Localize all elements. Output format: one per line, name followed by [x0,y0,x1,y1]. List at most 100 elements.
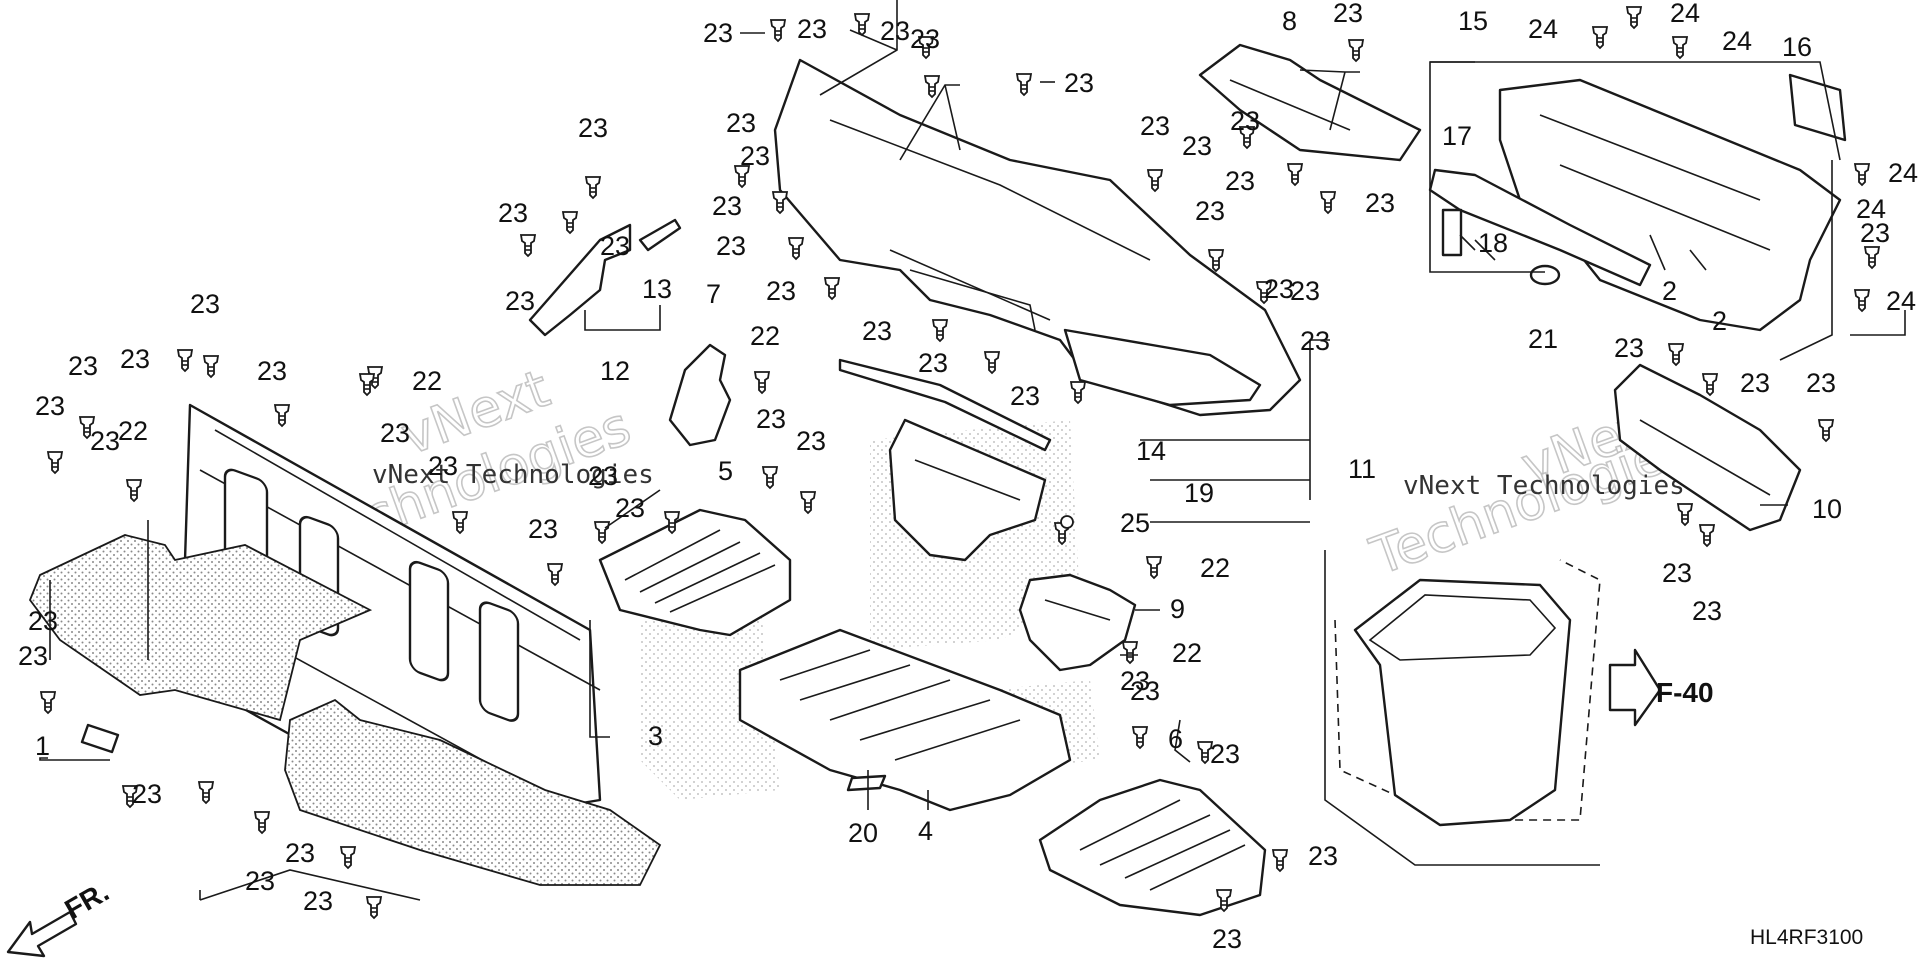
front-arrow: FR. [6,876,114,958]
clip-icon [198,781,214,804]
callout-5: 5 [718,456,733,486]
clip-icon [562,211,578,234]
callout-21: 21 [1528,324,1558,354]
callout-20: 20 [848,818,878,848]
callout-23: 23 [380,418,410,448]
callout-23: 23 [285,838,315,868]
callout-12: 12 [600,356,630,386]
leader-lines [39,0,1906,901]
callout-13: 13 [642,274,672,304]
callout-15: 15 [1458,6,1488,36]
clip-icon [1287,163,1303,186]
clip-icon [1854,289,1870,312]
callout-23: 23 [120,344,150,374]
callout-23: 23 [797,14,827,44]
part-8-bracket [1198,43,1422,162]
callout-1: 1 [35,731,50,761]
callout-23: 23 [1212,924,1242,954]
callout-23: 23 [1120,666,1150,696]
callout-23: 23 [132,779,162,809]
grommet-icon [1060,515,1074,529]
clip-icon [1348,39,1364,62]
clip-icon [1702,373,1718,396]
callout-23: 23 [68,351,98,381]
callout-23: 23 [1740,368,1770,398]
part-1-left-floor-tray [28,534,373,754]
clip-icon [594,521,610,544]
callout-24e: 24 [1856,194,1886,224]
callout-24b: 24 [1670,0,1700,28]
callout-23: 23 [796,426,826,456]
clip-icon [824,277,840,300]
callout-23: 23 [918,348,948,378]
callout-22d: 22 [1200,553,1230,583]
clip-icon [1122,641,1138,664]
callout-10: 10 [1812,494,1842,524]
clip-icon [984,351,1000,374]
callout-17: 17 [1442,121,1472,151]
callout-23: 23 [428,451,458,481]
callout-25: 25 [1120,508,1150,538]
callout-23: 23 [756,404,786,434]
clip-icon [1672,36,1688,59]
part-7-bracket [668,343,732,447]
part-12-bracket [528,218,682,337]
callout-23: 23 [1230,106,1260,136]
inset-f40: F-40 [1324,550,1714,866]
clip-icon [47,451,63,474]
reference-label: F-40 [1656,677,1714,708]
callout-23: 23 [245,866,275,896]
drawing-code: HL4RF3100 [1750,926,1863,949]
clip-icon [366,896,382,919]
clip-icon [1272,849,1288,872]
part-15-rear-box [1428,73,1847,332]
callout-2a: 2 [1662,276,1677,306]
clip-icon [1147,169,1163,192]
callout-24f: 24 [1886,286,1916,316]
callout-23: 23 [1210,739,1240,769]
callout-23: 23 [1195,196,1225,226]
callout-23: 23 [498,198,528,228]
front-arrow-icon [6,910,78,958]
callout-22e: 22 [1172,638,1202,668]
callout-23: 23 [588,461,618,491]
clip-icon [585,176,601,199]
part-11-dash-panel [773,58,1302,417]
callout-7: 7 [706,279,721,309]
callout-23: 23 [766,276,796,306]
callout-23: 23 [740,141,770,171]
callout-23: 23 [862,316,892,346]
part-6-floor-tray [1038,778,1267,917]
clip-icon [754,371,770,394]
callout-23: 23 [1264,274,1294,304]
clip-icon [854,13,870,36]
callout-6: 6 [1168,724,1183,754]
clip-icon [1668,343,1684,366]
callout-23: 23 [1333,0,1363,28]
clip-icon [788,237,804,260]
clip-icon [547,563,563,586]
clip-icon [126,479,142,502]
clip-icon [1320,191,1336,214]
clip-icon [520,234,536,257]
callout-23: 23 [1182,131,1212,161]
clip-icon [1818,419,1834,442]
clip-icon [40,691,56,714]
part-4-floor-pan [738,628,1072,812]
callout-23: 23 [600,231,630,261]
callout-23: 23 [1225,166,1255,196]
callout-11: 11 [1348,454,1376,484]
callout-23: 23 [578,113,608,143]
callout-23: 23 [1614,333,1644,363]
callout-23: 23 [1290,276,1320,306]
callout-23: 23 [1806,368,1836,398]
clip-icon [1016,73,1032,96]
callout-24c: 24 [1722,26,1752,56]
clip-icon [203,355,219,378]
callout-23: 23 [257,356,287,386]
clip-icon [762,466,778,489]
callout-23: 23 [303,886,333,916]
watermark-small-1: vNext Technologies [372,460,654,490]
callout-23: 23 [910,24,940,54]
part-3-lower-tray [284,698,662,886]
